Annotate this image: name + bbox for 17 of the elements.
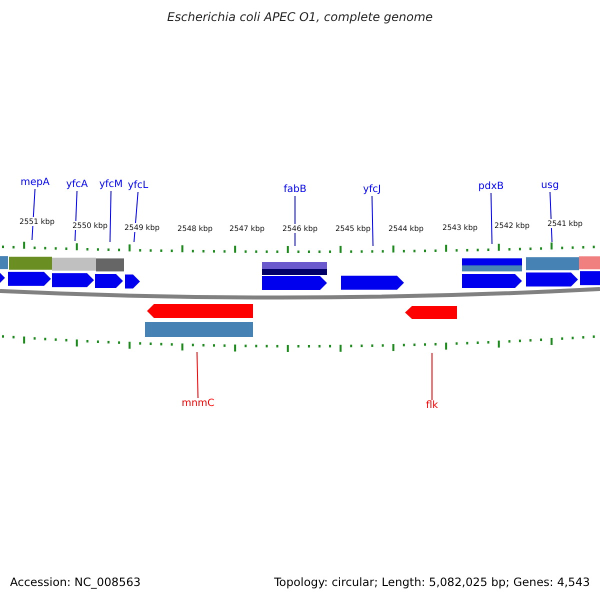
- leader-line: [110, 190, 112, 242]
- gene-label: fabB: [284, 184, 306, 196]
- gene-label: mepA: [20, 177, 50, 189]
- gene-label: yfcM: [99, 179, 123, 191]
- gene-label: pdxB: [478, 181, 504, 193]
- genome-info-text: Topology: circular; Length: 5,082,025 bp; Genes: 4,543: [274, 575, 590, 589]
- accession-text: Accession: NC_008563: [10, 575, 141, 589]
- leader-line: [490, 192, 492, 244]
- leader-line: [372, 196, 374, 246]
- gene-label: yfcL: [128, 180, 148, 192]
- map-title: Escherichia coli APEC O1, complete genome: [166, 10, 434, 24]
- gene-label: flk: [426, 400, 438, 412]
- gene-label: yfcJ: [363, 184, 381, 196]
- gene-label: mnmC: [182, 398, 214, 410]
- gene-label: yfcA: [66, 179, 88, 191]
- leader-line: [196, 352, 198, 398]
- gene-label: usg: [541, 180, 559, 192]
